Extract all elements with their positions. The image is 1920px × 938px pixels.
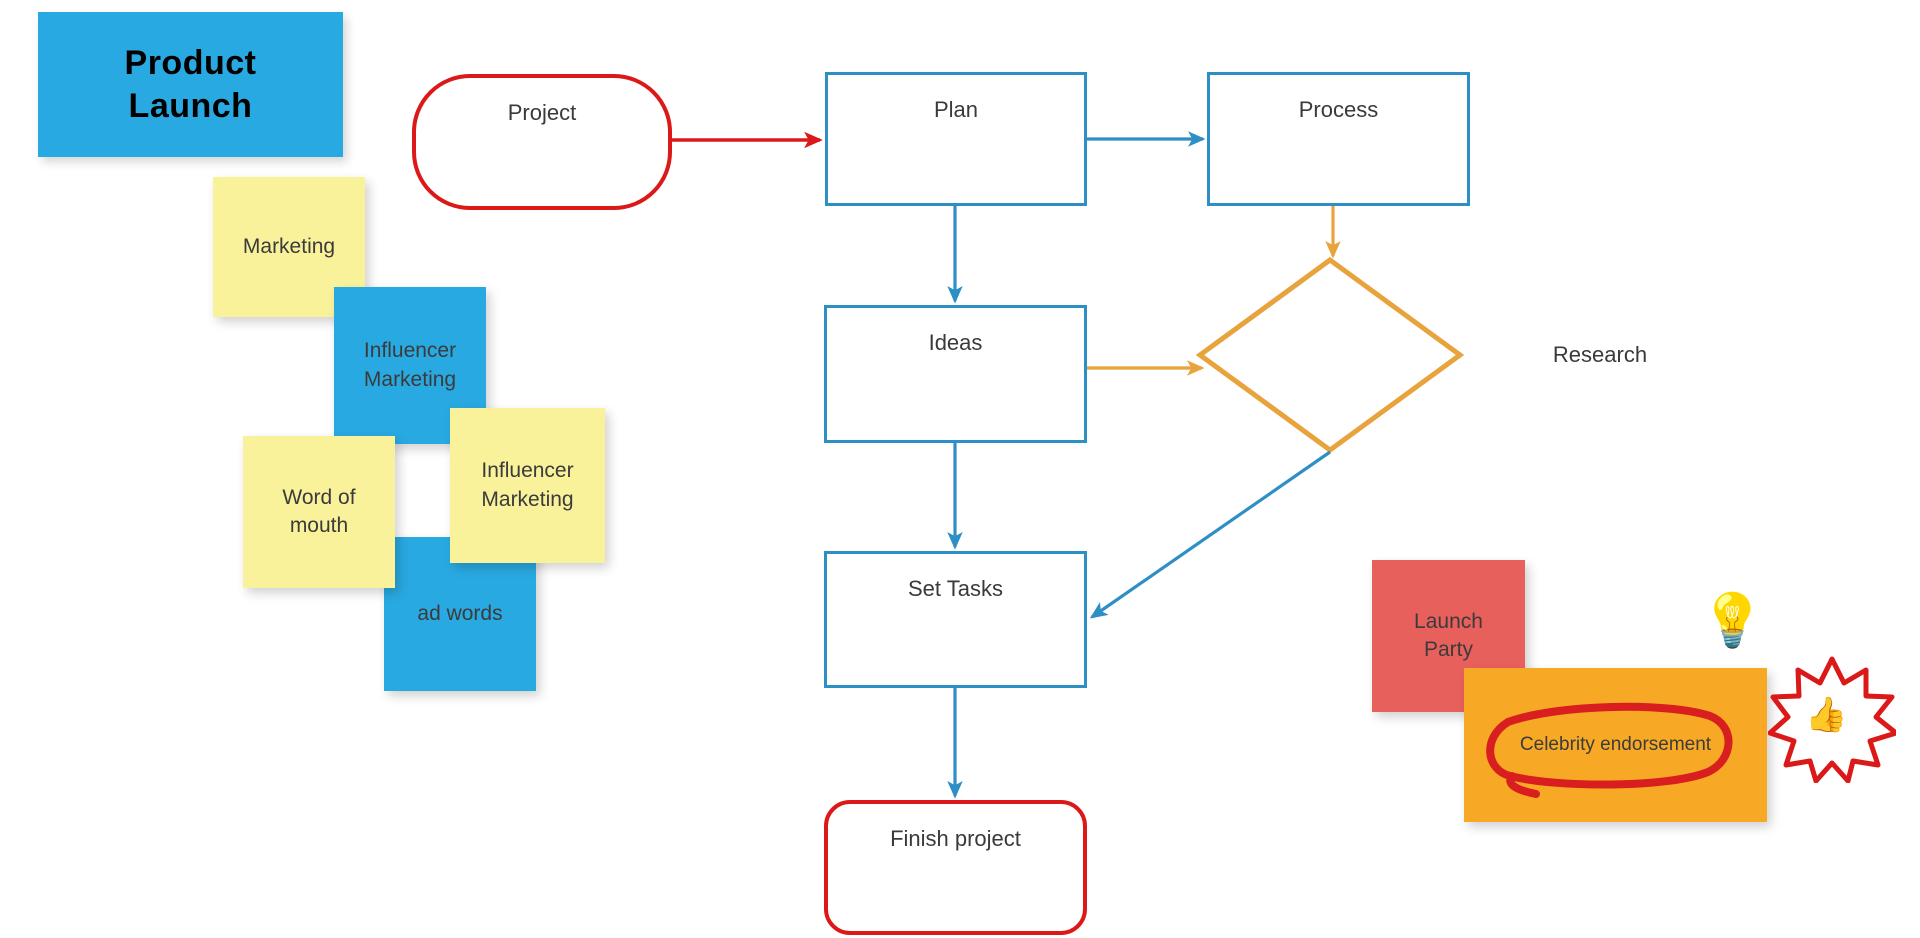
sticky-note-label: Influencer Marketing — [481, 459, 574, 511]
red-circle-annotation — [1486, 702, 1733, 798]
flow-node-project[interactable]: Project — [412, 74, 672, 210]
starburst-badge — [1768, 656, 1896, 783]
flow-node-label: Ideas — [928, 330, 983, 355]
sticky-note-word-of-mouth[interactable]: Word of mouth — [243, 436, 395, 588]
diamond-shape — [1195, 256, 1465, 454]
sticky-note-marketing[interactable]: Marketing — [213, 177, 365, 317]
sticky-note-label: Influencer Marketing — [363, 339, 457, 391]
sticky-note-label: Word of mouth — [282, 485, 356, 537]
flow-node-label: Plan — [933, 97, 979, 122]
sticky-note-label: ad words — [417, 601, 503, 625]
title-line-2: Launch — [128, 86, 253, 125]
flow-node-label: Project — [507, 100, 577, 125]
title-card[interactable]: Product Launch — [38, 12, 343, 157]
flow-node-plan[interactable]: Plan — [825, 72, 1087, 206]
flow-node-finish-project[interactable]: Finish project — [824, 800, 1087, 935]
sticky-note-label: Celebrity endorsement — [1519, 734, 1712, 756]
flow-node-ideas[interactable]: Ideas — [824, 305, 1087, 443]
flow-node-research[interactable]: Research — [1195, 255, 1647, 455]
sticky-note-celebrity-endorsement[interactable]: Celebrity endorsement — [1464, 668, 1767, 822]
sticky-note-label: Launch Party — [1414, 609, 1483, 661]
title-line-1: Product — [124, 44, 257, 82]
thumbs-up-icon: 👍 — [1805, 696, 1848, 734]
lightbulb-icon: 💡 — [1700, 592, 1765, 650]
flow-node-label: Set Tasks — [908, 576, 1003, 601]
connector-research-to-set-tasks — [1089, 450, 1331, 619]
flow-node-label: Process — [1298, 97, 1379, 122]
sticky-note-label: Marketing — [242, 234, 336, 258]
flow-node-process[interactable]: Process — [1207, 72, 1470, 206]
flow-node-label: Finish project — [890, 826, 1021, 851]
sticky-note-influencer-marketing-yellow[interactable]: Influencer Marketing — [450, 408, 605, 563]
sticky-note-influencer-marketing-blue[interactable]: Influencer Marketing — [334, 287, 486, 444]
flow-node-label: Research — [1552, 342, 1648, 367]
flow-node-set-tasks[interactable]: Set Tasks — [824, 551, 1087, 688]
